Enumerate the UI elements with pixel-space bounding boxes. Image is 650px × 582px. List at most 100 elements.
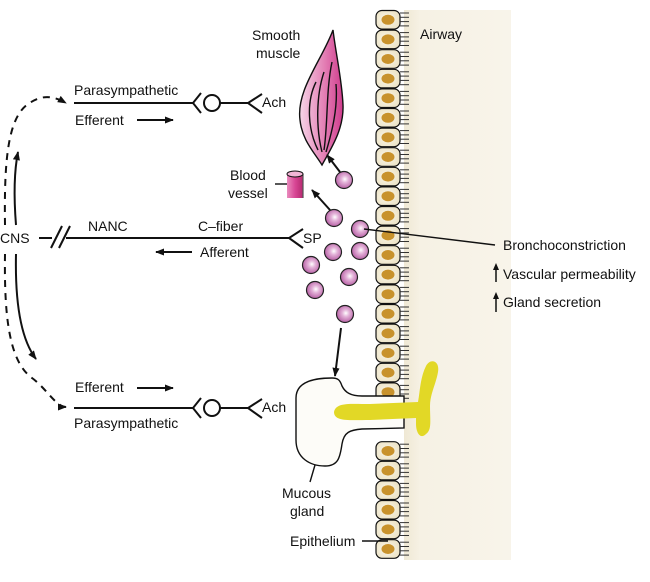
efferent-top-label: Efferent — [75, 112, 124, 128]
airway-label: Airway — [420, 26, 462, 42]
dashed-path-to-top-parasympathetic — [3, 95, 67, 226]
nucleus — [381, 524, 395, 535]
nucleus — [381, 269, 395, 280]
nucleus — [381, 465, 395, 476]
epithelial-cell — [375, 362, 409, 383]
nerve-ending-top-icon — [246, 93, 263, 114]
mucous-gland-label-line1: Mucous — [282, 485, 331, 501]
nucleus — [381, 171, 395, 182]
epithelial-cell — [375, 127, 409, 148]
arrow-to-smooth-muscle — [326, 154, 341, 173]
effect-bronchoconstriction: Bronchoconstriction — [503, 237, 626, 253]
effect-gland-secretion: Gland secretion — [503, 294, 601, 310]
smooth-muscle — [298, 29, 344, 167]
mucous-gland-label-line2: gland — [290, 503, 324, 519]
nucleus — [381, 289, 395, 300]
epithelial-cell — [375, 107, 409, 128]
nucleus — [381, 132, 395, 143]
epithelial-cell — [375, 480, 409, 501]
nucleus — [381, 387, 395, 398]
nucleus — [381, 328, 395, 339]
ganglion-synapse-bottom — [191, 397, 202, 419]
blood-vessel — [286, 170, 304, 198]
nanc-label: NANC — [88, 218, 128, 234]
solid-path-cns-down — [14, 253, 37, 360]
substance-p-vesicles — [301, 170, 370, 324]
c-fiber-label: C–fiber — [198, 218, 243, 234]
epithelial-cell — [375, 519, 409, 540]
ganglion-synapse-top — [191, 92, 202, 114]
epithelial-cell — [375, 460, 409, 481]
epithelial-cell — [375, 147, 409, 167]
epithelial-cell — [375, 166, 409, 187]
effects-list: Bronchoconstriction Vascular permeabilit… — [493, 237, 636, 312]
break-mark-1 — [50, 225, 63, 249]
nucleus — [381, 308, 395, 319]
epithelial-cell — [375, 264, 409, 285]
epithelial-cell — [375, 68, 409, 89]
nucleus — [381, 504, 395, 515]
effect-vascular-permeability: Vascular permeability — [503, 266, 636, 282]
blood-vessel-label-line2: vessel — [228, 185, 268, 201]
substance-p-vesicle — [301, 255, 321, 275]
cns-label: CNS — [0, 230, 30, 246]
afferent-label: Afferent — [200, 244, 249, 260]
dashed-path-to-bottom-parasympathetic — [3, 253, 67, 411]
airway-lumen — [404, 10, 511, 560]
substance-p-vesicle — [324, 208, 344, 228]
nucleus — [381, 34, 395, 45]
epithelial-cell — [375, 323, 409, 344]
substance-p-vesicle — [334, 170, 354, 190]
substance-p-vesicle — [323, 242, 343, 262]
nucleus — [381, 14, 395, 25]
nerve-ending-bottom-icon — [246, 398, 263, 419]
nucleus — [381, 112, 395, 123]
parasympathetic-top-label: Parasympathetic — [74, 82, 178, 98]
nucleus — [381, 73, 395, 84]
epithelial-cell — [375, 186, 409, 207]
efferent-bottom-label: Efferent — [75, 379, 124, 395]
nucleus — [381, 250, 395, 260]
epithelial-cell — [375, 9, 409, 30]
nucleus — [381, 485, 395, 496]
sp-label: SP — [303, 230, 322, 246]
nucleus — [381, 54, 395, 64]
smooth-muscle-label-line1: Smooth — [252, 27, 300, 43]
epithelial-cell — [375, 205, 409, 226]
nucleus — [381, 152, 395, 162]
nucleus — [381, 544, 395, 554]
epithelial-cell — [375, 303, 409, 324]
substance-p-vesicle — [350, 241, 370, 261]
epithelial-cell — [375, 29, 409, 50]
nucleus — [381, 210, 395, 221]
ganglion-bottom-icon — [203, 399, 221, 417]
epithelial-cell — [375, 245, 409, 265]
ganglion-top-icon — [203, 94, 221, 112]
break-mark-2 — [58, 225, 71, 249]
arrow-to-blood-vessel — [311, 189, 331, 211]
substance-p-vesicle — [305, 280, 325, 300]
nucleus — [381, 191, 395, 202]
epithelium-label: Epithelium — [290, 533, 355, 549]
substance-p-vesicle — [339, 267, 359, 287]
mucous-gland-leader — [309, 464, 316, 483]
epithelial-cell — [375, 441, 409, 461]
ach-top-label: Ach — [262, 94, 286, 110]
nucleus — [381, 446, 395, 456]
epithelial-cell — [375, 49, 409, 69]
epithelial-cell — [375, 539, 409, 559]
bronchoconstriction-leader — [363, 228, 496, 246]
epithelial-cell — [375, 88, 409, 109]
substance-p-vesicle — [335, 304, 355, 324]
mucus-secretion — [334, 361, 439, 437]
epithelial-cell — [375, 499, 409, 520]
parasympathetic-bottom-label: Parasympathetic — [74, 415, 178, 431]
nucleus — [381, 93, 395, 104]
nucleus — [381, 348, 395, 358]
arrow-to-mucous-gland — [332, 327, 342, 377]
epithelial-cell — [375, 343, 409, 363]
mucous-gland — [295, 377, 405, 467]
blood-vessel-label-line1: Blood — [230, 167, 266, 183]
solid-path-cns-up — [12, 151, 20, 226]
